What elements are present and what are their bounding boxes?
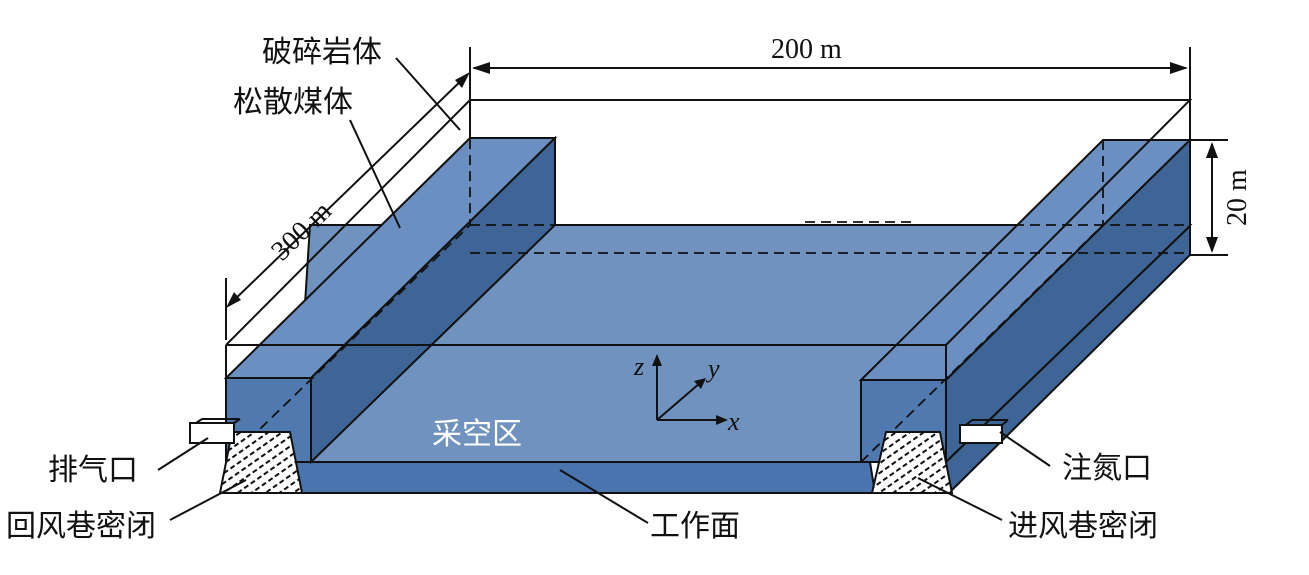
dim-height-arrow-top (1206, 142, 1218, 158)
dim-width-arrow-left (472, 62, 490, 74)
dim-length-arrow-top (455, 72, 470, 88)
leader-return-seal (169, 479, 247, 521)
intake-airway-seal (870, 431, 954, 494)
dim-width-label: 200 m (771, 34, 842, 65)
dim-height-label: 20 m (1222, 169, 1253, 226)
dim-width-arrow-right (1170, 62, 1188, 74)
nitrogen-port-icon (959, 419, 1009, 444)
label-goaf: 采空区 (432, 417, 522, 452)
label-intake-seal: 进风巷密闭 (1008, 509, 1158, 544)
axis-x-label: x (727, 407, 740, 436)
working-face-band (293, 461, 877, 494)
return-airway-seal (218, 431, 304, 494)
label-return-seal: 回风巷密闭 (6, 509, 156, 544)
leader-broken-rock (395, 57, 461, 131)
leader-loose-coal (349, 119, 401, 229)
leader-working-face (559, 469, 649, 524)
dim-length-line (228, 74, 468, 306)
coordinate-axes (652, 354, 728, 425)
label-working-face: 工作面 (650, 509, 740, 544)
label-exhaust-port: 排气口 (48, 453, 138, 488)
leader-intake-seal (917, 477, 1003, 521)
label-loose-coal: 松散煤体 (233, 85, 353, 120)
dim-height-arrow-bottom (1206, 237, 1218, 253)
exhaust-port-icon (189, 418, 241, 444)
leader-exhaust-port (157, 437, 209, 471)
axis-z-label: z (633, 352, 644, 381)
axis-y-label: y (705, 354, 720, 383)
label-broken-rock: 破碎岩体 (262, 35, 382, 70)
label-nitrogen-port: 注氮口 (1062, 451, 1152, 486)
leader-nitrogen-port (999, 431, 1051, 467)
dim-length-arrow-bottom (226, 292, 241, 308)
hidden-edge-right-inner (860, 224, 1104, 463)
